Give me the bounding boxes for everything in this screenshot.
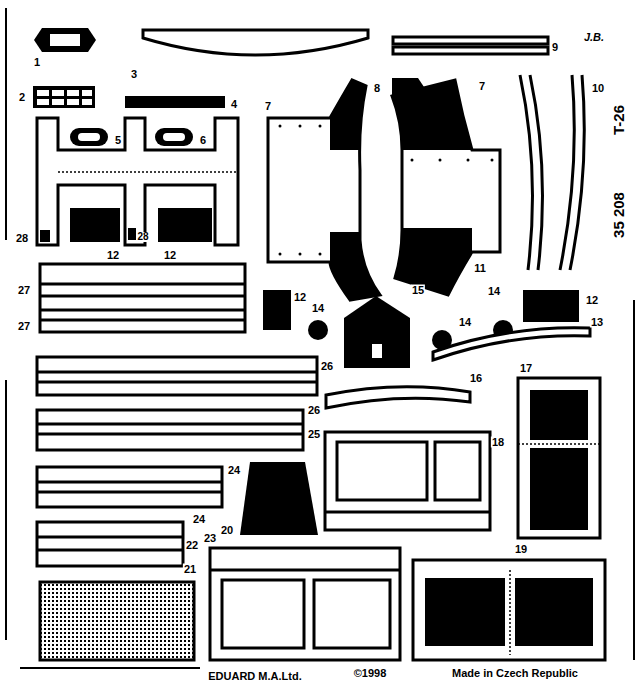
callout-number: 9	[551, 42, 559, 53]
callout-number: 21	[183, 564, 197, 575]
part-24	[37, 467, 222, 507]
origin-note: Made in Czech Republic	[451, 668, 579, 679]
part-19	[413, 560, 605, 660]
callout-number: 13	[590, 317, 604, 328]
callout-number: 14	[458, 317, 472, 328]
part-16	[326, 387, 470, 408]
callout-number: 1	[33, 57, 41, 68]
callout-number: 12	[585, 295, 599, 306]
fret-frame	[6, 8, 634, 668]
callout-number: 14	[487, 286, 501, 297]
callout-number: 3	[130, 69, 138, 80]
kit-name: T-26	[611, 104, 626, 136]
kit-number: 35 208	[611, 191, 626, 239]
part-2	[33, 86, 95, 108]
callout-number: 8	[373, 83, 381, 94]
callout-number: 17	[519, 363, 533, 374]
part-17	[518, 378, 600, 538]
callout-number: 27	[17, 285, 31, 296]
callout-number: 14	[311, 303, 325, 314]
part-21-mesh	[40, 582, 194, 660]
part-1	[34, 28, 96, 52]
part-26	[37, 357, 317, 450]
part-22	[37, 522, 183, 566]
callout-number: 26	[320, 361, 334, 372]
callout-number: 12	[106, 250, 120, 261]
callout-number: 15	[411, 285, 425, 296]
part-18	[325, 432, 490, 530]
maker-imprint: EDUARD M.A.Ltd.	[207, 671, 303, 682]
callout-number: 7	[264, 101, 272, 112]
callout-number: 2	[18, 92, 26, 103]
part-12	[523, 290, 579, 322]
part-23	[210, 548, 400, 660]
callout-number: 20	[220, 525, 234, 536]
callout-number: 7	[478, 81, 486, 92]
part-10-11	[520, 75, 584, 270]
callout-number: 25	[307, 429, 321, 440]
part-4	[125, 96, 225, 108]
callout-number: 6	[199, 135, 207, 146]
callout-number: 24	[227, 465, 241, 476]
callout-number: 28	[136, 232, 149, 242]
part-5-6-frame	[37, 118, 238, 245]
part-3	[143, 30, 368, 55]
part-15	[344, 296, 410, 368]
part-14	[308, 320, 328, 340]
part-7-right	[392, 80, 500, 295]
callout-number: 28	[15, 233, 29, 244]
part-20	[240, 462, 318, 535]
callout-number: 10	[591, 83, 605, 94]
callout-number: 11	[473, 263, 487, 274]
part-12	[263, 290, 291, 330]
callout-number: 24	[192, 514, 206, 525]
callout-number: 4	[230, 99, 238, 110]
part-7-left	[268, 80, 380, 300]
part-13	[433, 328, 590, 360]
callout-number: 26	[307, 405, 321, 416]
callout-number: 18	[491, 437, 505, 448]
callout-number: 22	[185, 540, 199, 551]
callout-number: 16	[469, 373, 483, 384]
part-27	[40, 264, 245, 332]
callout-number: 27	[17, 321, 31, 332]
copyright-note: ©1998	[353, 668, 388, 679]
callout-number: 12	[293, 292, 307, 303]
callout-number: 12	[163, 250, 177, 261]
callout-number: 23	[203, 533, 217, 544]
part-9	[393, 37, 548, 54]
author-initials: J.B.	[583, 32, 605, 43]
callout-number: 5	[114, 135, 122, 146]
callout-number: 19	[514, 544, 528, 555]
